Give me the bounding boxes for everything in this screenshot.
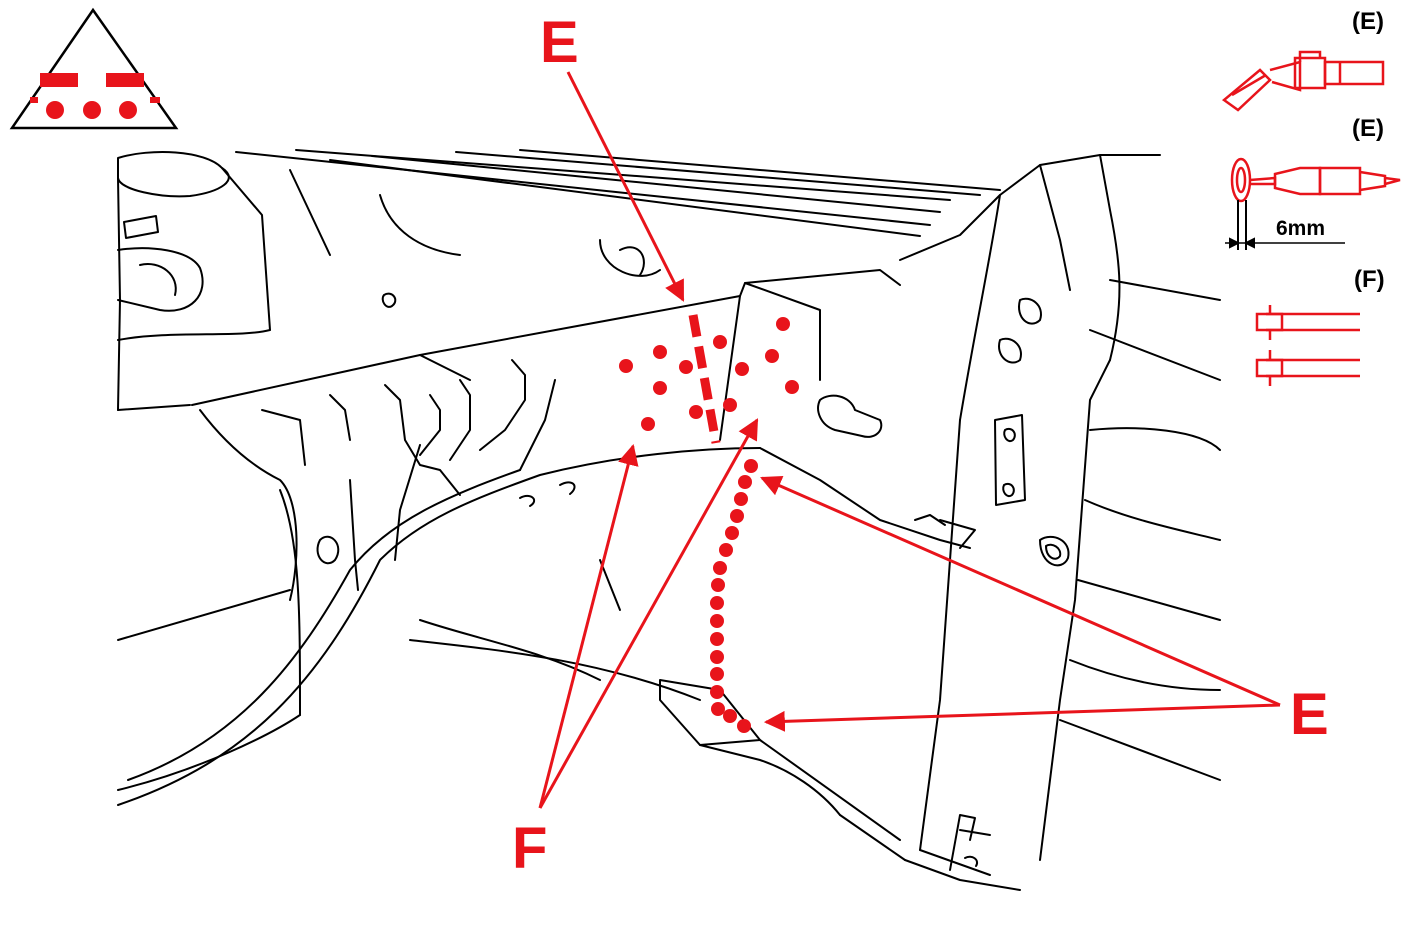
dimension-marker-icon [1225,200,1345,250]
arrow-f-left [538,443,639,809]
legend-dimension-value: 6mm [1276,217,1326,240]
arrow-e-right-upper [760,475,1281,707]
mig-torch-icon [1221,50,1385,112]
weld-points-vertical [710,459,758,733]
spot-weld-icon [1255,305,1360,386]
weld-points-upper [619,317,799,431]
leader-arrows [538,71,1281,809]
callout-f-bottom: F [512,816,548,881]
plug-weld-drill-icon [1230,157,1401,203]
callout-e-top: E [540,10,579,75]
arrow-e-right-lower [763,703,1281,732]
body-structure-drawing [117,149,1221,891]
weld-pattern-warning-triangle-icon [9,7,179,130]
arrow-e-top [566,71,685,302]
arrow-f-right [538,418,759,809]
mig-weld-seam [688,314,721,444]
legend-label-spot: (F) [1354,266,1385,293]
legend-label-mig: (E) [1352,8,1384,35]
callout-e-right: E [1290,682,1329,747]
legend-label-plug: (E) [1352,115,1384,142]
